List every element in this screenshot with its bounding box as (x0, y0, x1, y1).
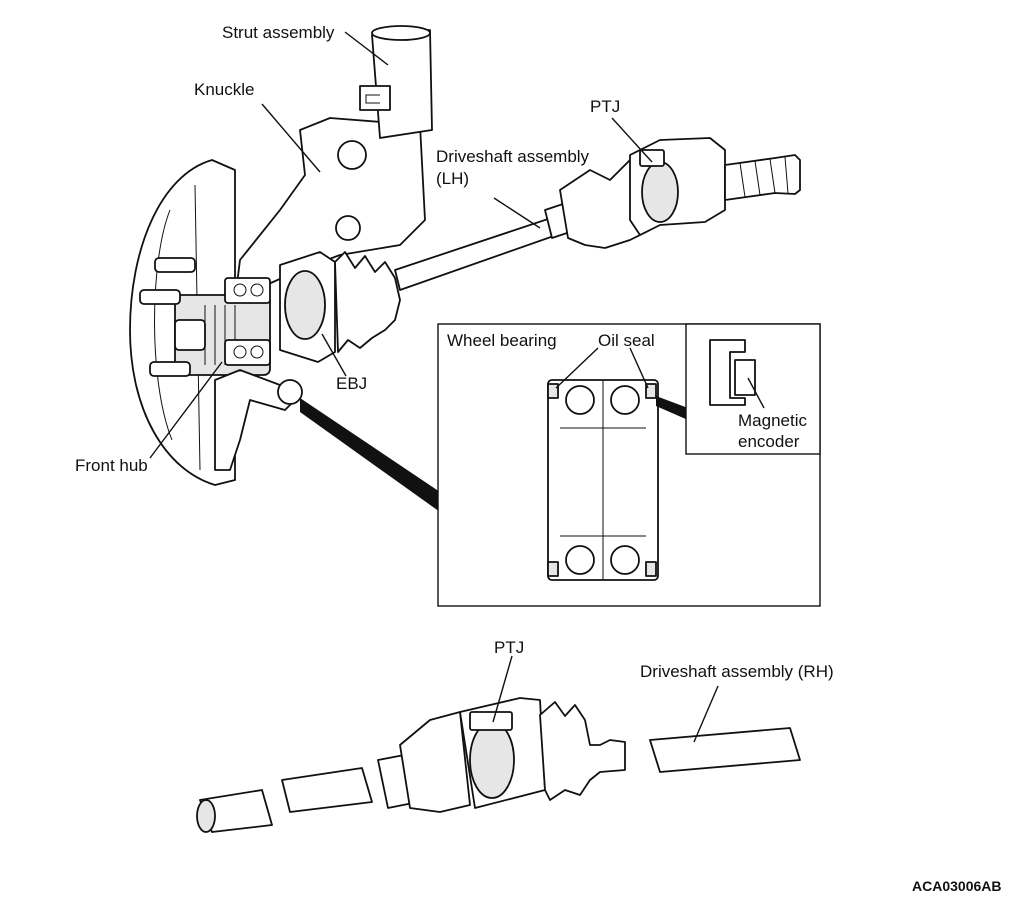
knuckle-shape (214, 117, 426, 471)
leader-front-hub (149, 361, 223, 459)
label-driveshaft-rh: Driveshaft assembly (RH) (640, 662, 834, 681)
leader-lines (149, 31, 765, 743)
leader-driveshaft-rh (693, 685, 719, 743)
leader-oil-seal-left (555, 347, 599, 389)
leader-strut (344, 31, 389, 66)
label-ptj-lower: PTJ (494, 638, 524, 657)
driveshaft-rh-shape (196, 697, 801, 833)
wheel-bearing-inset (300, 323, 821, 607)
label-driveshaft-lh-line2: (LH) (436, 169, 469, 188)
figure-code: ACA03006AB (912, 878, 1001, 894)
leader-ebj (321, 333, 347, 377)
label-front-hub: Front hub (75, 456, 148, 475)
ebj-shape (279, 251, 401, 363)
leader-knuckle (261, 103, 321, 173)
label-ebj: EBJ (336, 374, 367, 393)
label-knuckle: Knuckle (194, 80, 254, 99)
ptj-upper-shape (559, 137, 801, 249)
leader-ptj-lower (492, 655, 513, 723)
label-magnetic-line1: Magnetic (738, 411, 807, 430)
label-oil-seal: Oil seal (598, 331, 655, 350)
label-ptj-upper: PTJ (590, 97, 620, 116)
leader-oil-seal-right (629, 347, 649, 389)
leader-ptj-upper (611, 117, 653, 163)
leader-magnetic-encoder (747, 377, 765, 409)
label-driveshaft-lh-line1: Driveshaft assembly (436, 147, 590, 166)
label-magnetic-line2: encoder (738, 432, 800, 451)
label-strut-assembly: Strut assembly (222, 23, 335, 42)
wheel-bearing-shape (224, 277, 271, 366)
strut-assembly-shape (359, 25, 433, 139)
label-wheel-bearing: Wheel bearing (447, 331, 557, 350)
leader-driveshaft-lh (493, 197, 541, 229)
